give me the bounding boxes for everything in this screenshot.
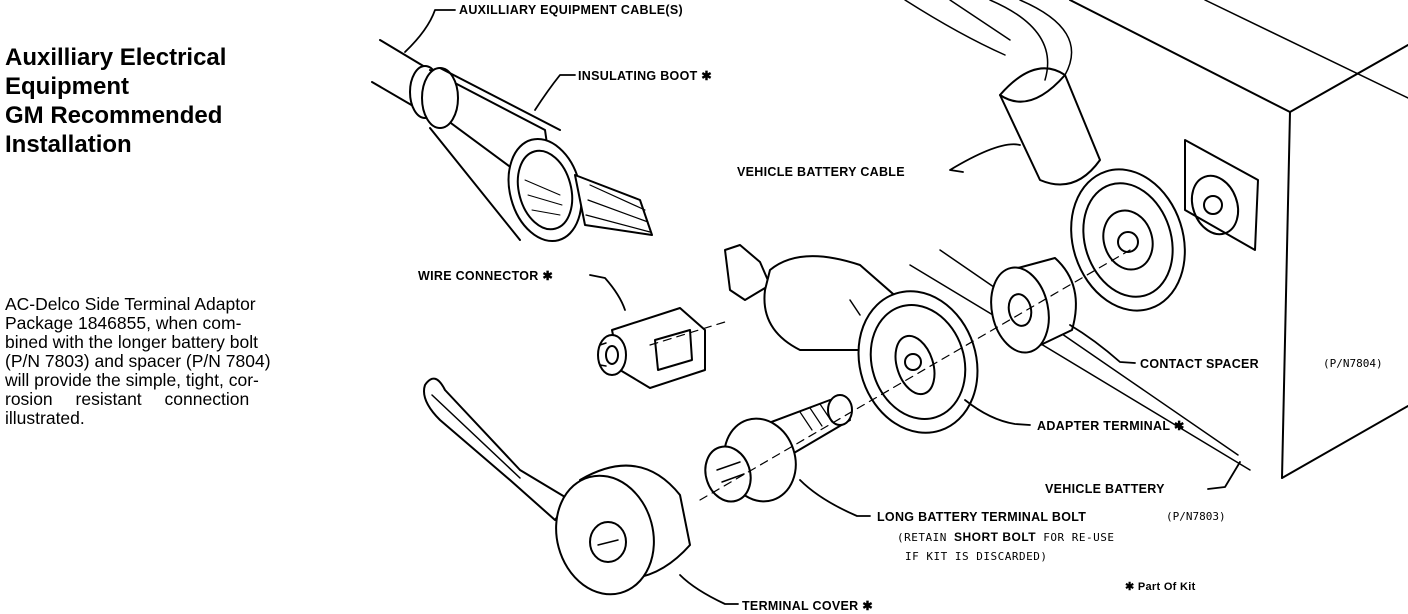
title-line: Installation (5, 131, 132, 158)
long-bolt-drawing (698, 395, 852, 511)
label-adapter-terminal: ADAPTER TERMINAL ✱ (1037, 419, 1185, 433)
title-line: Equipment (5, 73, 129, 100)
retain-note-pre: (RETAIN (897, 531, 947, 544)
title-line: Auxilliary Electrical (5, 44, 227, 71)
label-wire-connector: WIRE CONNECTOR ✱ (418, 269, 554, 283)
label-long-battery-terminal-bolt: LONG BATTERY TERMINAL BOLT (877, 510, 1087, 524)
description-line: will provide the simple, tight, cor- (5, 370, 259, 390)
terminal-cover-drawing (424, 379, 690, 606)
retain-note-line2: IF KIT IS DISCARDED) (905, 550, 1048, 563)
retain-note-bold: SHORT BOLT (953, 530, 1037, 544)
label-terminal-cover: TERMINAL COVER ✱ (742, 599, 874, 613)
battery-terminal-socket-drawing (1184, 140, 1258, 250)
label-auxiliary-cables: AUXILLIARY EQUIPMENT CABLE(S) (459, 3, 683, 17)
description-line: (P/N 7803) and spacer (P/N 7804) (5, 351, 271, 371)
label-vehicle-battery: VEHICLE BATTERY (1045, 482, 1165, 496)
vehicle-battery-drawing (905, 0, 1408, 478)
description-line: rosion resistant connection (5, 389, 250, 409)
description-line: bined with the longer battery bolt (5, 332, 258, 352)
page-title: Auxilliary Electrical Equipment GM Recom… (5, 43, 305, 159)
description-line: Package 1846855, when com- (5, 313, 242, 333)
retain-note-line1: (RETAIN SHORT BOLT FOR RE-USE (897, 530, 1114, 544)
label-contact-spacer: CONTACT SPACER (1140, 357, 1260, 371)
part-of-kit-legend: ✱ Part Of Kit (1125, 581, 1196, 593)
long-bolt-part-number: (P/N7803) (1166, 510, 1226, 523)
label-vehicle-battery-cable: VEHICLE BATTERY CABLE (737, 165, 905, 179)
label-insulating-boot: INSULATING BOOT ✱ (578, 69, 713, 83)
contact-spacer-drawing (984, 258, 1076, 358)
description-line: AC-Delco Side Terminal Adaptor (5, 294, 256, 314)
vehicle-battery-cable-drawing (990, 0, 1203, 325)
auxiliary-cable-drawing (372, 40, 652, 249)
description-paragraph: AC-Delco Side Terminal Adaptor Package 1… (5, 295, 360, 428)
contact-spacer-part-number: (P/N7804) (1323, 357, 1383, 370)
wire-connector-drawing (598, 308, 705, 388)
title-line: GM Recommended (5, 102, 223, 129)
leader-lines (405, 10, 1240, 604)
assembly-axis-line (650, 250, 1130, 500)
adapter-terminal-drawing (725, 245, 995, 448)
retain-note-post: FOR RE-USE (1043, 531, 1115, 544)
description-line: illustrated. (5, 408, 85, 428)
